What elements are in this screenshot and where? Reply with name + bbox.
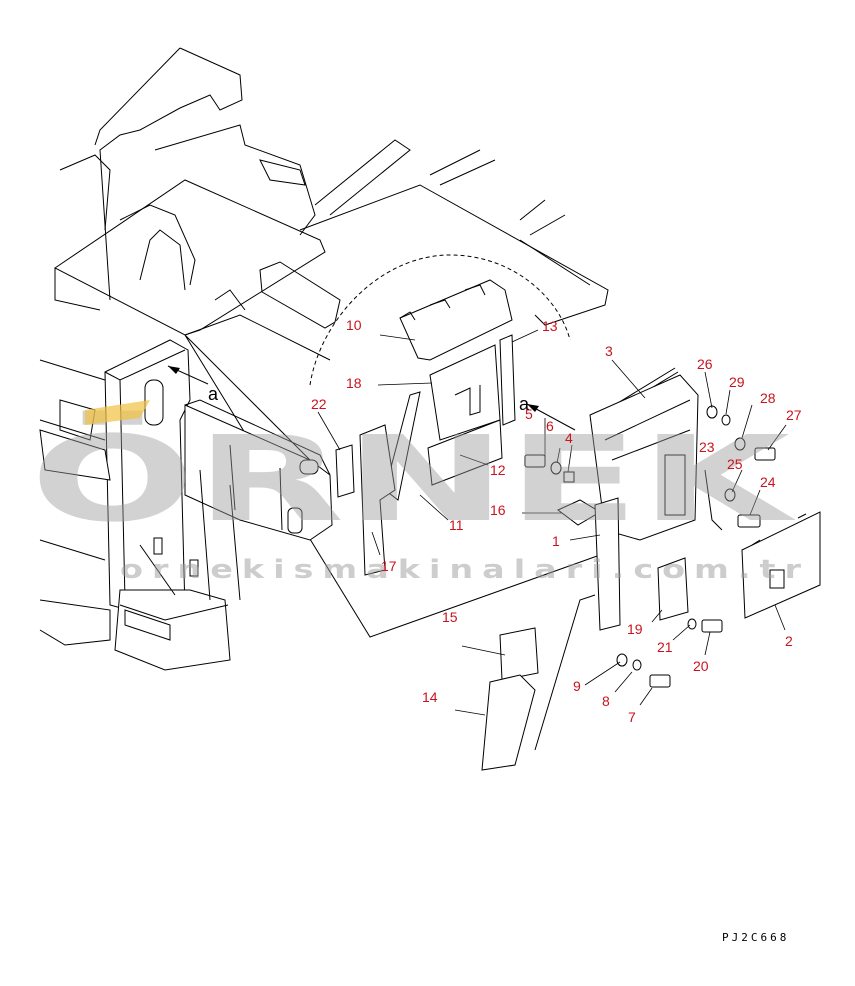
part-13-strip — [499, 334, 516, 426]
hardware-bolts — [524, 405, 776, 688]
callout-12: 12 — [490, 462, 506, 478]
callout-20: 20 — [693, 658, 709, 674]
reference-arc — [309, 254, 571, 386]
part-19-plate — [657, 557, 689, 621]
callout-9: 9 — [573, 678, 581, 694]
callout-26: 26 — [697, 356, 713, 372]
callout-6: 6 — [546, 418, 554, 434]
callout-10: 10 — [346, 317, 362, 333]
callout-24: 24 — [760, 474, 776, 490]
callout-15: 15 — [442, 609, 458, 625]
part-15-pad — [499, 627, 539, 681]
section-letter-left: a — [208, 384, 219, 404]
machine-body — [39, 339, 333, 671]
callout-1: 1 — [552, 533, 560, 549]
part-12-pad — [427, 419, 503, 486]
section-arrow-a-right — [526, 403, 576, 431]
part-10-cover-top — [399, 279, 513, 361]
callout-25: 25 — [727, 456, 743, 472]
part-18-insulation — [429, 344, 501, 441]
watermark-brand: ÖRNEK — [30, 410, 797, 548]
part-22-block — [335, 444, 355, 498]
callout-13: 13 — [542, 318, 558, 334]
drawing-code: PJ2C668 — [722, 931, 789, 944]
callout-11: 11 — [449, 517, 464, 533]
watermark-accent-icon — [85, 400, 150, 425]
callout-29: 29 — [729, 374, 745, 390]
part-2-cover — [741, 511, 821, 619]
callout-28: 28 — [760, 390, 776, 406]
callout-3: 3 — [605, 343, 613, 359]
callout-22: 22 — [311, 396, 327, 412]
watermark-site: ornekismakinalari.com.tr — [120, 555, 810, 585]
callout-16: 16 — [490, 502, 506, 518]
callout-8: 8 — [602, 693, 610, 709]
part-14-panel — [481, 594, 596, 771]
leader-lines — [317, 329, 787, 716]
callout-18: 18 — [346, 375, 362, 391]
part-11-strip — [384, 391, 421, 501]
callout-5: 5 — [525, 406, 533, 422]
watermark: ÖRNEK ornekismakinalari.com.tr — [30, 400, 810, 585]
part-1-bracket — [589, 374, 699, 631]
chassis-frame — [54, 47, 609, 361]
part-17-insulation — [359, 424, 396, 576]
callout-23: 23 — [699, 439, 715, 455]
callout-7: 7 — [628, 709, 636, 725]
callout-labels: 1 2 3 4 5 6 7 8 9 10 11 12 13 14 15 16 1… — [311, 317, 802, 725]
callout-21: 21 — [657, 639, 673, 655]
section-arrow-a-left — [167, 365, 209, 385]
callout-14: 14 — [422, 689, 438, 705]
callout-4: 4 — [565, 430, 573, 446]
section-letter-right: a — [519, 394, 530, 414]
callout-19: 19 — [627, 621, 643, 637]
callout-27: 27 — [786, 407, 802, 423]
callout-17: 17 — [381, 558, 397, 574]
callout-2: 2 — [785, 633, 793, 649]
